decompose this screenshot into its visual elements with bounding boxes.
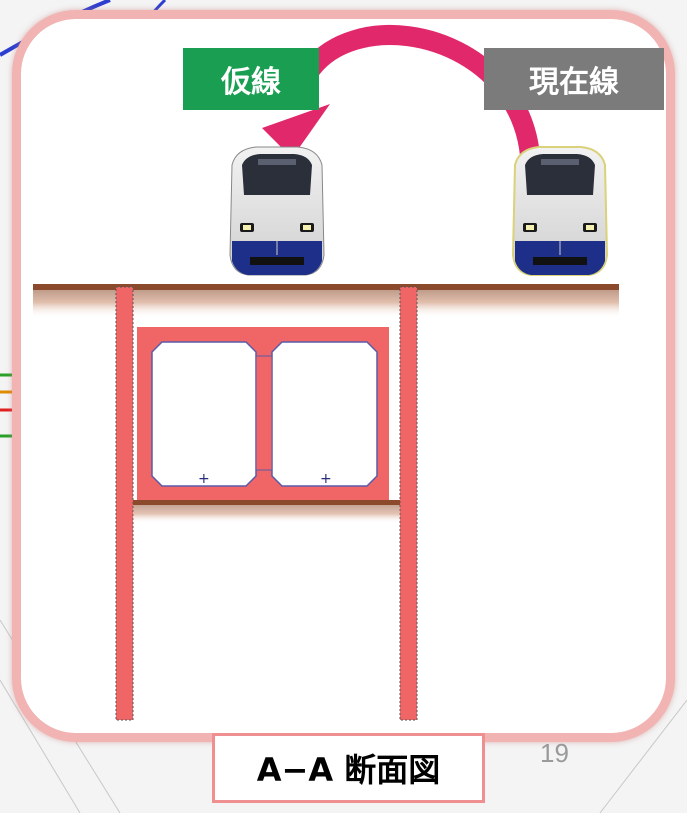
left-retaining-wall xyxy=(115,286,134,721)
current-line-train-icon xyxy=(511,146,609,276)
current-line-label: 現在線 xyxy=(484,48,664,110)
temporary-line-train-icon xyxy=(229,146,325,276)
page-number: 19 xyxy=(540,738,569,768)
svg-text:+: + xyxy=(198,471,210,487)
svg-text:+: + xyxy=(320,471,332,487)
section-caption: A−A 断面図 xyxy=(212,733,485,803)
box-culvert: + + xyxy=(137,327,389,500)
temporary-line-label: 仮線 xyxy=(183,48,319,110)
right-retaining-wall xyxy=(399,286,418,721)
excavation-bottom xyxy=(133,500,400,523)
